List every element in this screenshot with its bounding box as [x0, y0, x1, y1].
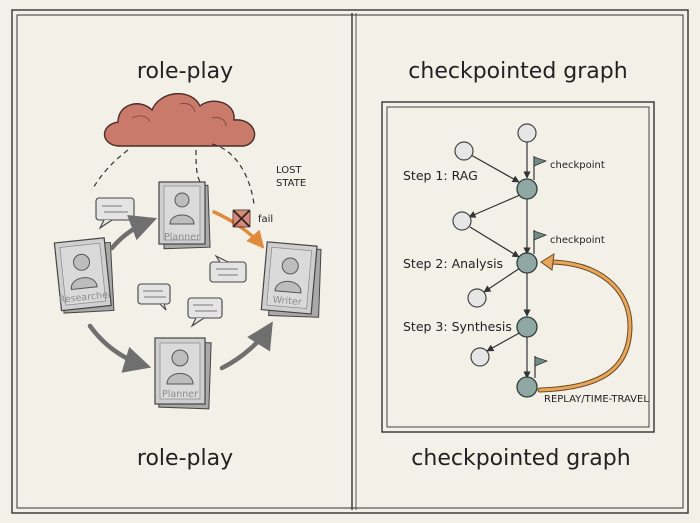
- person-icon: [274, 257, 302, 294]
- flag-icon: [534, 356, 549, 378]
- step-label-2: Step 2: Analysis: [403, 256, 503, 271]
- agent-label-planner-top: Planner: [164, 232, 200, 243]
- speech-bubble-icon: [137, 283, 171, 311]
- fail-arrow: fail: [212, 209, 273, 249]
- checkpoint-label-1: checkpoint: [550, 160, 605, 171]
- checkpoint-node: [516, 178, 538, 200]
- cycle-arrows: [87, 214, 273, 373]
- checkpoint-label-2: checkpoint: [550, 235, 605, 246]
- speech-bubble-icon: [187, 297, 223, 328]
- fail-x-icon: [232, 209, 251, 228]
- right-title-bottom: checkpointed graph: [411, 446, 630, 471]
- speech-bubbles: [95, 197, 247, 328]
- outer-frame: [11, 9, 689, 514]
- graph-node: [454, 141, 474, 161]
- graph-node: [517, 123, 537, 143]
- person-icon: [166, 349, 194, 385]
- graph-node: [470, 347, 490, 367]
- checkpoint-nodes: [516, 178, 538, 398]
- cloud-dashed-links: [91, 143, 255, 205]
- person-icon: [169, 192, 195, 225]
- right-title-top: checkpointed graph: [408, 59, 627, 84]
- checkpoint-node: [516, 252, 538, 274]
- flag-icon: [533, 156, 548, 180]
- graph-node: [452, 211, 472, 231]
- agent-card-planner-bottom: Planner: [154, 337, 212, 410]
- checkpoint-node: [516, 316, 538, 338]
- agent-label-writer: Writer: [272, 295, 302, 308]
- left-title-bottom: role-play: [137, 446, 233, 471]
- checkpoint-node: [516, 376, 538, 398]
- graph-edges: [468, 142, 531, 379]
- flag-icon: [533, 230, 548, 254]
- replay-arrow: [537, 253, 633, 393]
- agent-label-planner-bottom: Planner: [162, 389, 198, 400]
- graph-frame: [381, 101, 655, 433]
- lost-state-line2: STATE: [276, 178, 306, 189]
- graph-node: [467, 288, 487, 308]
- step-label-3: Step 3: Synthesis: [403, 319, 512, 334]
- replay-label: REPLAY/TIME-TRAVEL: [544, 394, 649, 405]
- right-panel: checkpointed graph checkpointed graph: [381, 59, 655, 471]
- fail-label: fail: [258, 214, 273, 225]
- speech-bubble-icon: [95, 197, 135, 230]
- graph-nodes: [452, 123, 537, 367]
- agent-card-researcher: Researcher: [53, 237, 115, 314]
- person-icon: [70, 253, 98, 291]
- step-label-1: Step 1: RAG: [403, 168, 478, 183]
- agent-card-writer: Writer: [260, 241, 322, 318]
- speech-bubble-icon: [209, 254, 247, 283]
- agent-card-planner-top: Planner: [158, 181, 211, 250]
- left-title-top: role-play: [137, 59, 233, 84]
- lost-state-line1: LOST: [276, 165, 302, 176]
- left-panel: role-play role-play LOST STATE: [53, 59, 322, 471]
- cloud-icon: [103, 92, 256, 147]
